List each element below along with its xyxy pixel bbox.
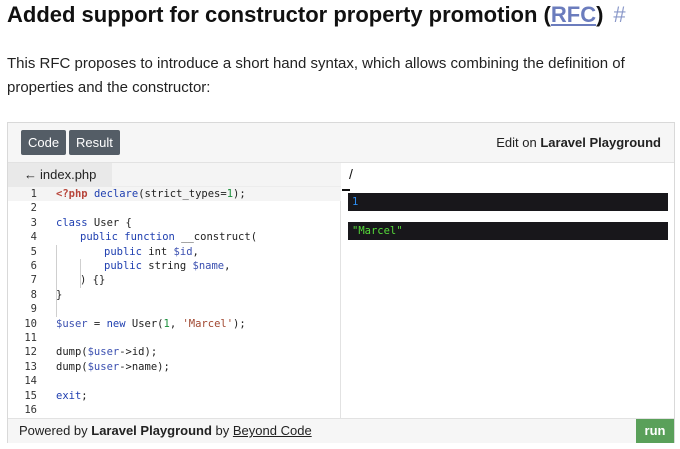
code-line: 4 public function __construct( [8, 230, 341, 244]
line-number: 2 [30, 202, 37, 215]
line-number: 6 [30, 260, 37, 272]
line-number: 12 [24, 346, 37, 359]
code-line: 3 class User { [8, 216, 341, 230]
playground-toolbar: Code Result Edit on Laravel Playground [8, 123, 674, 163]
dump-output-id: 1 [348, 193, 668, 211]
heading-text: Added support for constructor property p… [7, 2, 551, 27]
rfc-link[interactable]: RFC [550, 2, 597, 27]
result-path: / [349, 166, 353, 182]
code-line: 6 public string $name, [8, 259, 341, 273]
line-source: dump($user->id); [56, 346, 158, 359]
line-source: exit; [56, 389, 88, 402]
line-number: 4 [30, 231, 37, 244]
line-number: 10 [24, 317, 37, 330]
code-button[interactable]: Code [21, 130, 67, 155]
credit-middle: by [211, 423, 233, 438]
code-line: 14 [8, 374, 341, 388]
line-source: $user = new User(1, 'Marcel'); [56, 317, 246, 330]
code-line: 12 dump($user->id); [8, 345, 341, 359]
heading-text-end: ) [596, 2, 604, 27]
file-tab-bar: ←index.php [8, 163, 341, 187]
beyond-code-link[interactable]: Beyond Code [232, 423, 312, 438]
code-line: 11 [8, 331, 341, 345]
line-number: 14 [24, 375, 37, 388]
line-number: 16 [24, 404, 37, 416]
line-number: 5 [30, 245, 37, 258]
line-source: <?php declare(strict_types=1); [56, 188, 246, 200]
code-line: 5 public int $id, [8, 245, 341, 259]
result-cursor-marker [342, 189, 350, 191]
code-line: 15 exit; [8, 389, 341, 403]
code-line: 13 dump($user->name); [8, 360, 341, 374]
code-editor[interactable]: 1 <?php declare(strict_types=1); 2 3 class… [8, 187, 341, 418]
arrow-left-icon: ← [24, 167, 37, 182]
code-line: 8} [8, 288, 341, 302]
file-tab-index-php[interactable]: ←index.php [8, 163, 112, 187]
result-pane: / 1 "Marcel" [342, 163, 674, 418]
line-number: 3 [30, 216, 37, 229]
line-number: 1 [30, 188, 37, 200]
code-editor-pane: ←index.php 1 <?php declare(strict_types=1… [8, 163, 341, 418]
line-number: 11 [24, 332, 37, 344]
line-source: dump($user->name); [56, 360, 170, 373]
line-number: 15 [24, 389, 37, 402]
line-source: public int $id, [104, 245, 199, 258]
file-tab-label: index.php [40, 167, 97, 182]
powered-by-credit: Powered by Laravel Playground by Beyond … [19, 423, 312, 438]
code-line: 7 ) {} [8, 273, 341, 287]
line-number: 13 [24, 360, 37, 373]
credit-brand: Laravel Playground [91, 423, 212, 438]
line-number: 8 [30, 288, 37, 301]
section-heading: Added support for constructor property p… [7, 2, 626, 30]
result-button[interactable]: Result [69, 130, 120, 155]
run-button[interactable]: run [636, 419, 674, 443]
description-paragraph: This RFC proposes to introduce a short h… [7, 55, 625, 96]
code-line: 1 <?php declare(strict_types=1); [8, 187, 341, 202]
edit-on-playground-link[interactable]: Edit on Laravel Playground [496, 135, 661, 150]
line-number: 9 [30, 303, 37, 316]
line-source: ) {} [80, 274, 106, 287]
indent-guide [80, 259, 81, 288]
code-line: 9 [8, 302, 341, 316]
edit-on-prefix: Edit on [496, 135, 541, 150]
code-line: 2 [8, 201, 341, 215]
line-source: public function __construct( [80, 231, 258, 244]
heading-anchor-link[interactable]: # [613, 2, 626, 27]
indent-guide [56, 244, 57, 317]
credit-prefix: Powered by [19, 423, 92, 438]
playground-footer: Powered by Laravel Playground by Beyond … [8, 418, 674, 443]
edit-on-brand: Laravel Playground [540, 135, 661, 150]
line-number: 7 [30, 274, 37, 287]
line-source: class User { [56, 216, 132, 229]
dump-output-name: "Marcel" [348, 222, 668, 240]
line-source: } [56, 288, 63, 301]
code-line: 16 [8, 403, 341, 417]
playground-widget: Code Result Edit on Laravel Playground ←… [7, 122, 675, 443]
code-line: 10 $user = new User(1, 'Marcel'); [8, 317, 341, 331]
line-source: public string $name, [104, 260, 231, 272]
